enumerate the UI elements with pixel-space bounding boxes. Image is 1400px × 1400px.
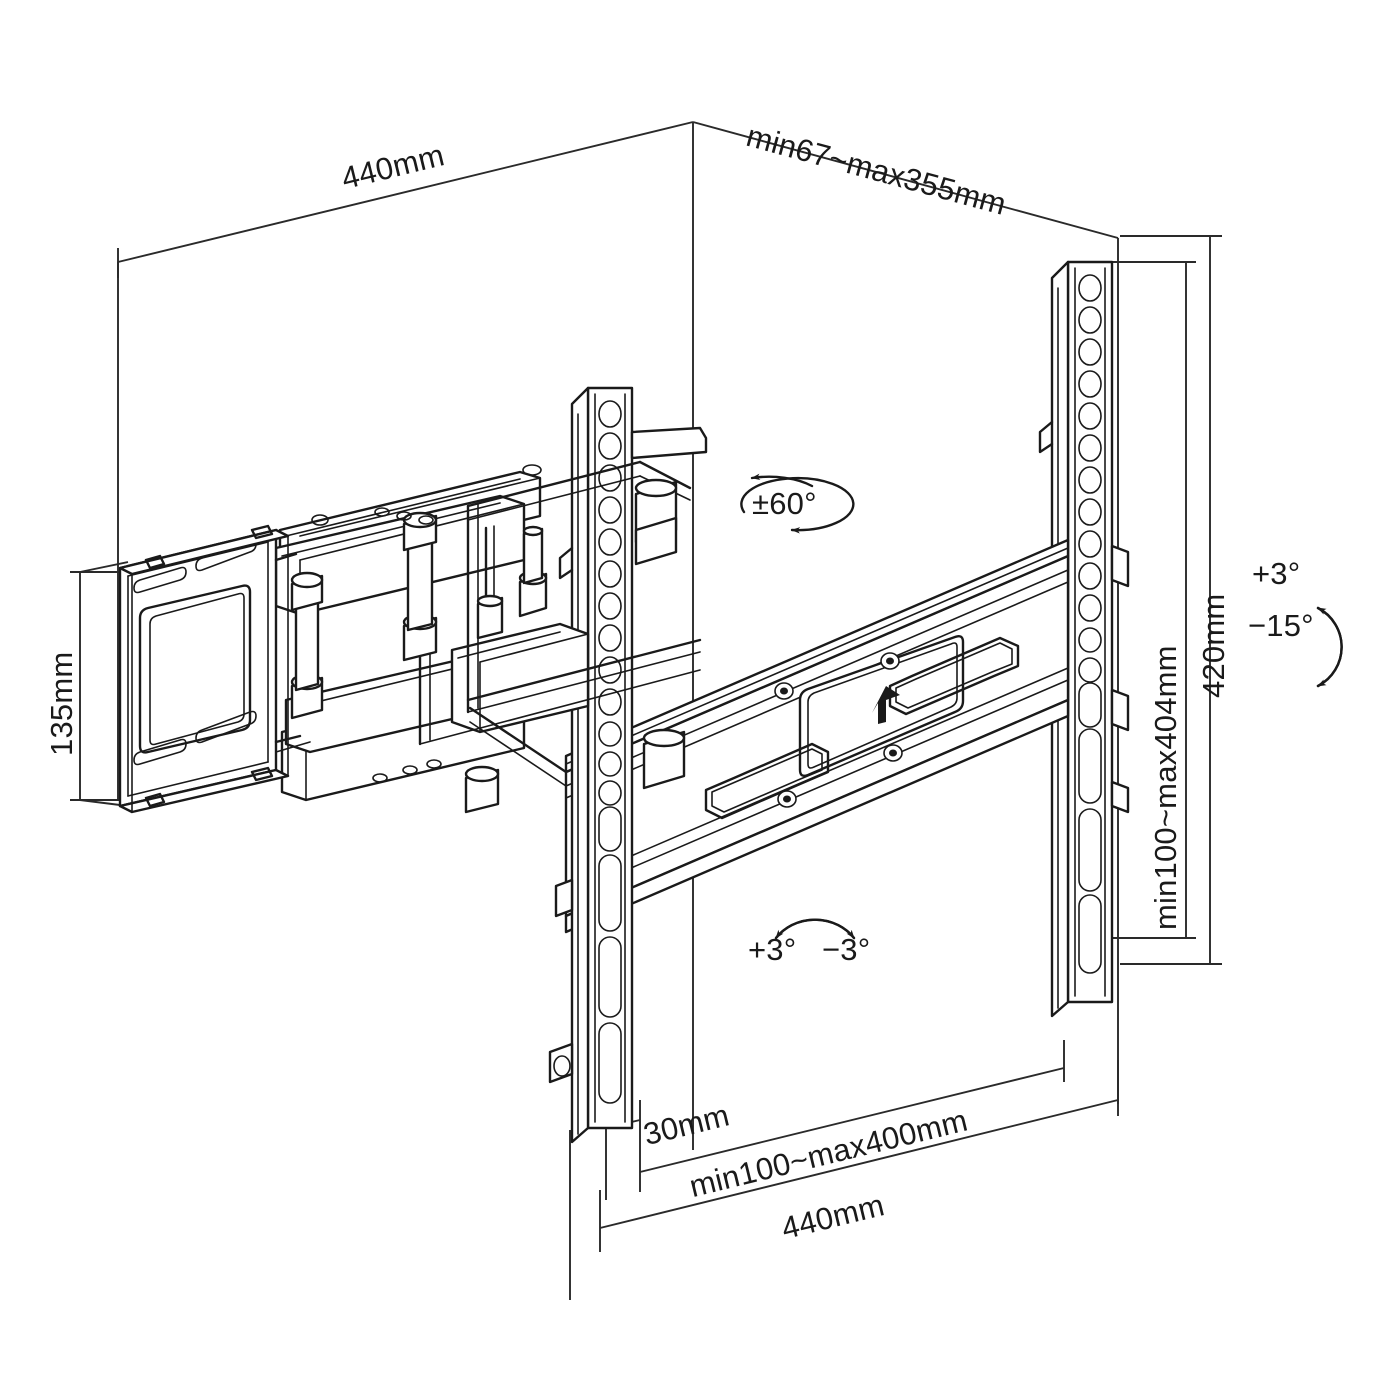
angle-label-tilt-down: −15° xyxy=(1248,608,1314,643)
level-angle-arrow xyxy=(774,918,856,940)
angle-label-level-left: +3° xyxy=(748,932,797,967)
tilt-angle-arrow xyxy=(1316,606,1343,688)
dimension-label-left-height: 135mm xyxy=(44,651,79,756)
swivel-angle-arrow xyxy=(740,473,855,534)
angle-label-level-right: −3° xyxy=(822,932,871,967)
pivot-bolt-assembly xyxy=(290,478,686,814)
horizontal-wall-rail xyxy=(564,538,1070,934)
right-vertical-rail xyxy=(1038,260,1130,1018)
angle-label-tilt-up: +3° xyxy=(1252,556,1301,591)
vesa-mounting-plate xyxy=(118,524,311,814)
articulating-arm-assembly xyxy=(274,460,702,814)
dimension-label-right-rail-height: 420mm xyxy=(1196,593,1231,698)
angle-label-swivel: ±60° xyxy=(752,486,817,521)
rail-mounting-holes xyxy=(774,652,903,808)
dimension-framework xyxy=(70,121,1222,1300)
dimension-label-right-vesa-vertical: min100~max404mm xyxy=(1148,645,1183,930)
